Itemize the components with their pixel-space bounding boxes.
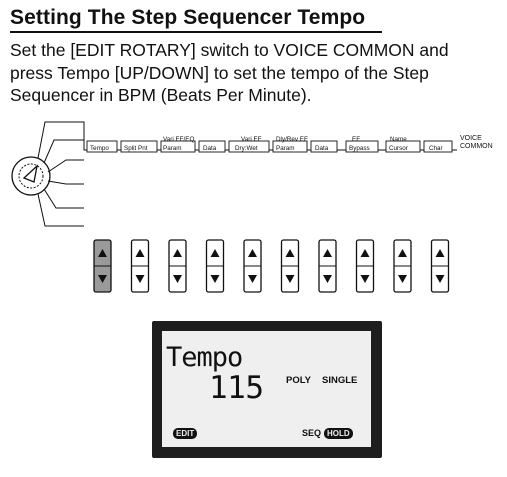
up-arrow-icon[interactable]	[323, 249, 332, 257]
up-arrow-icon[interactable]	[173, 249, 182, 257]
rotary-label-vari-data: Data	[203, 145, 217, 152]
down-arrow-icon[interactable]	[435, 275, 445, 283]
down-arrow-icon[interactable]	[135, 275, 145, 283]
tempo-updown-button-5[interactable]	[243, 239, 262, 293]
section-title: Setting The Step Sequencer Tempo	[10, 6, 366, 29]
rotary-label-dly-rev-ef: Dly/Rev EF	[276, 136, 308, 143]
up-arrow-icon[interactable]	[285, 249, 295, 257]
title-underline	[10, 31, 382, 33]
up-arrow-icon[interactable]	[435, 249, 445, 257]
rotary-label-vari-ef-eq: Vari EF/EQ	[163, 136, 195, 143]
rotary-label-bypass: Bypass	[349, 145, 370, 152]
lcd-poly-indicator: POLY	[286, 375, 311, 386]
up-arrow-icon[interactable]	[210, 249, 220, 257]
lcd-seq-indicator: SEQ	[302, 428, 322, 438]
down-arrow-icon[interactable]	[173, 275, 182, 283]
lcd-screen: Tempo 115 POLY SINGLE EDIT SEQ HOLD	[162, 331, 371, 447]
rotary-label-vari-param: Param	[163, 145, 182, 152]
button-pairs	[93, 239, 450, 293]
lcd-single-indicator: SINGLE	[322, 375, 358, 386]
edit-rotary-switch[interactable]	[11, 156, 51, 196]
rotary-label-name: Name	[390, 136, 407, 143]
down-arrow-icon[interactable]	[323, 275, 332, 283]
up-arrow-icon[interactable]	[360, 249, 370, 257]
instruction-line-2: press Tempo [UP/DOWN] to set the tempo o…	[10, 62, 429, 83]
tempo-updown-button-10[interactable]	[430, 239, 450, 293]
instruction-line-3: Sequencer in BPM (Beats Per Minute).	[10, 85, 312, 105]
instruction-text: Set the [EDIT ROTARY] switch to VOICE CO…	[10, 39, 490, 107]
tempo-updown-button-2[interactable]	[130, 239, 150, 293]
tempo-updown-button-4[interactable]	[205, 239, 225, 293]
label-boxes	[86, 140, 453, 153]
tempo-updown-button-7[interactable]	[318, 239, 337, 293]
tempo-updown-button-9[interactable]	[393, 239, 412, 293]
tempo-updown-button-3[interactable]	[168, 239, 187, 293]
lcd-edit-indicator: EDIT	[173, 428, 198, 439]
lcd-hold-indicator: HOLD	[324, 428, 353, 439]
rotary-position-voice-common: VOICE COMMON	[460, 135, 493, 150]
lcd-tempo-value: 115	[209, 370, 264, 406]
up-arrow-icon[interactable]	[135, 249, 145, 257]
rotary-label-vari-ef: Vari EF	[241, 136, 262, 143]
down-arrow-icon[interactable]	[210, 275, 220, 283]
rotary-spokes	[37, 121, 86, 227]
tempo-updown-button-1[interactable]	[93, 239, 112, 293]
rotary-label-ef: EF	[352, 136, 361, 143]
rotary-label-cursor: Cursor	[389, 145, 408, 152]
down-arrow-icon[interactable]	[398, 275, 407, 283]
up-arrow-icon[interactable]	[248, 249, 257, 257]
rotary-label-dly-data: Data	[315, 145, 329, 152]
down-arrow-icon[interactable]	[285, 275, 295, 283]
down-arrow-icon[interactable]	[360, 275, 370, 283]
rotary-label-tempo: Tempo	[90, 145, 109, 152]
rotary-label-dry-wet: Dry:Wet	[235, 145, 258, 152]
tempo-updown-button-8[interactable]	[355, 239, 375, 293]
rotary-label-split-pnt: Split Pnt	[124, 145, 148, 152]
rotary-label-char: Char	[429, 145, 443, 152]
up-arrow-icon[interactable]	[98, 249, 107, 257]
rotary-pointer-icon	[22, 164, 39, 183]
instruction-line-1: Set the [EDIT ROTARY] switch to VOICE CO…	[10, 40, 449, 60]
down-arrow-icon[interactable]	[98, 275, 107, 283]
rotary-label-dly-param: Param	[276, 145, 295, 152]
lcd-parameter-name: Tempo	[166, 342, 243, 373]
tempo-updown-button-6[interactable]	[280, 239, 300, 293]
up-arrow-icon[interactable]	[398, 249, 407, 257]
down-arrow-icon[interactable]	[248, 275, 257, 283]
lcd-display: Tempo 115 POLY SINGLE EDIT SEQ HOLD	[152, 321, 382, 458]
